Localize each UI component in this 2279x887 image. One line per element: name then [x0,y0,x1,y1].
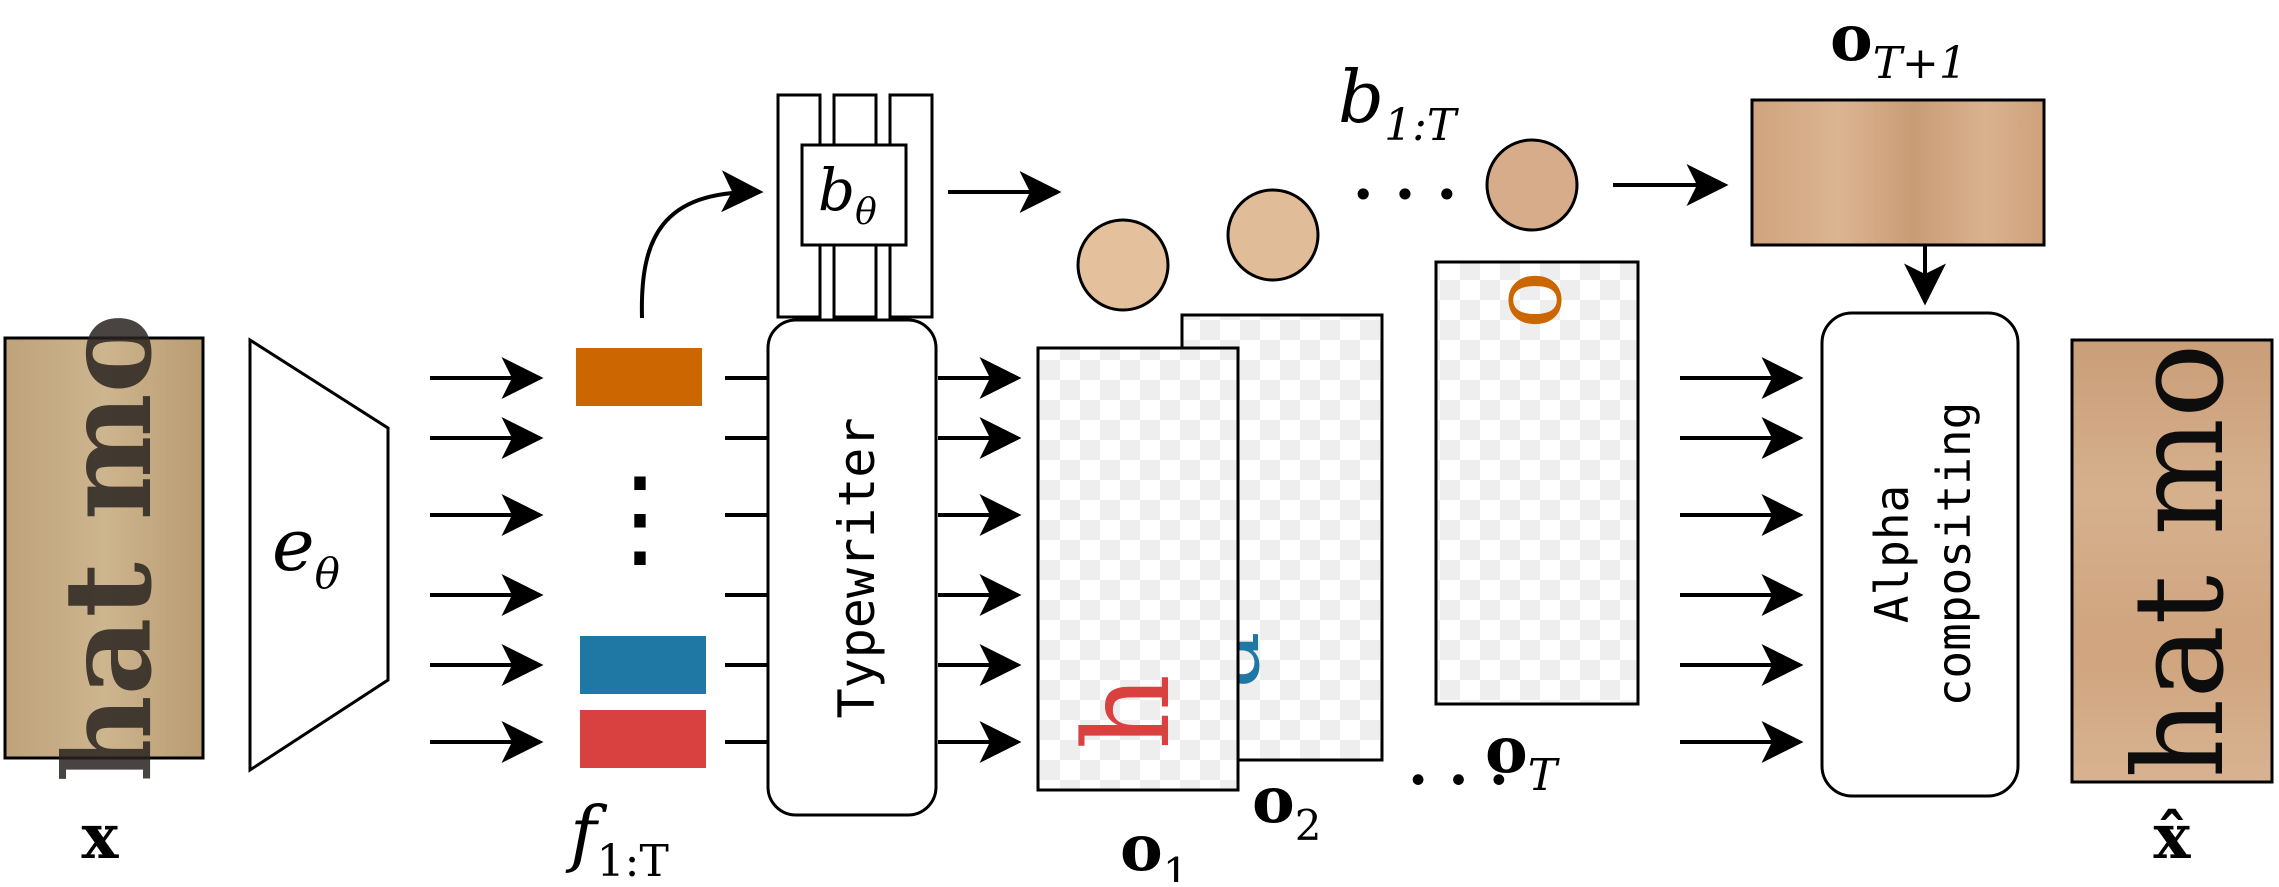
layer-oT: o [1434,260,1640,706]
layers-to-compositing-arrows [1680,357,1804,763]
layer-o1: h [1036,346,1240,792]
layer-o1-label: o1 [1120,811,1189,882]
output-label: x̂ [2154,800,2192,873]
feature-orange [576,348,702,406]
background-params-dots: · · · [1353,160,1457,230]
input-image: hat mo [3,313,205,783]
compositing-label-line2: compositing [1927,402,1981,707]
encoder-output-arrows [430,357,544,763]
typewriter-label: Typewriter [828,417,886,718]
background-layer-label: oT+1 [1830,1,1967,89]
layer-oT-label: oT [1485,713,1561,801]
input-crop-text: hat mo [38,313,179,782]
background-params [1076,138,1579,312]
output-crop-text: hat mo [2108,343,2252,778]
background-params-label: b1:T [1338,55,1460,151]
compositing-label-line1: Alpha [1865,485,1919,623]
background-network [776,93,934,319]
encoder-label: eθ [272,503,340,598]
background-network-label: bθ [818,156,877,233]
features-to-typewriter-lines [725,376,768,744]
typewriter-box [766,318,938,817]
feature-blue [580,636,706,694]
typewriter-output-arrows [938,357,1022,763]
background-layer [1750,98,2046,247]
layer-dots: · · · [1408,746,1509,814]
feature-dots: ⋮ [585,453,695,581]
curved-arrow-to-bg-net [639,170,764,319]
layer-o2-label: o2 [1252,763,1321,850]
compositing-box [1820,311,2020,798]
input-label: x [82,800,120,873]
feature-red [580,710,706,768]
encoder-trapezoid [248,337,390,773]
output-image: hat mo [2070,338,2274,784]
layer-oT-glyph: o [1487,271,1599,329]
layer-o1-glyph: h [1058,674,1196,750]
features-label: f1:T [565,791,669,882]
